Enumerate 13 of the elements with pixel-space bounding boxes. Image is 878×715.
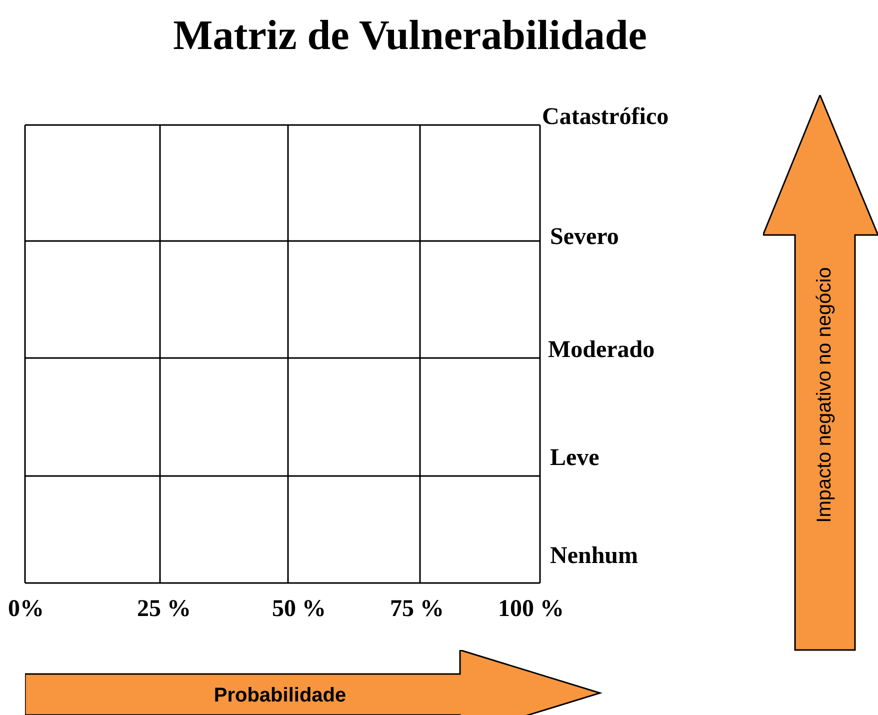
probability-tick-label: 50 % xyxy=(272,596,326,623)
impact-level-label: Catastrófico xyxy=(542,104,669,131)
impact-level-label: Leve xyxy=(550,445,600,472)
probability-tick-label: 0% xyxy=(8,596,44,623)
arrow-label: Probabilidade xyxy=(214,684,346,708)
arrow-label: Impacto negativo no negócio xyxy=(814,267,836,523)
title: Matriz de Vulnerabilidade xyxy=(172,12,648,60)
probability-tick-label: 25 % xyxy=(137,596,191,623)
probability-tick-label: 75 % xyxy=(390,596,444,623)
impact-level-label: Nenhum xyxy=(550,543,638,570)
impact-level-label: Severo xyxy=(550,224,619,251)
impact-level-label: Moderado xyxy=(548,337,655,364)
probability-tick-label: 100 % xyxy=(498,596,564,623)
